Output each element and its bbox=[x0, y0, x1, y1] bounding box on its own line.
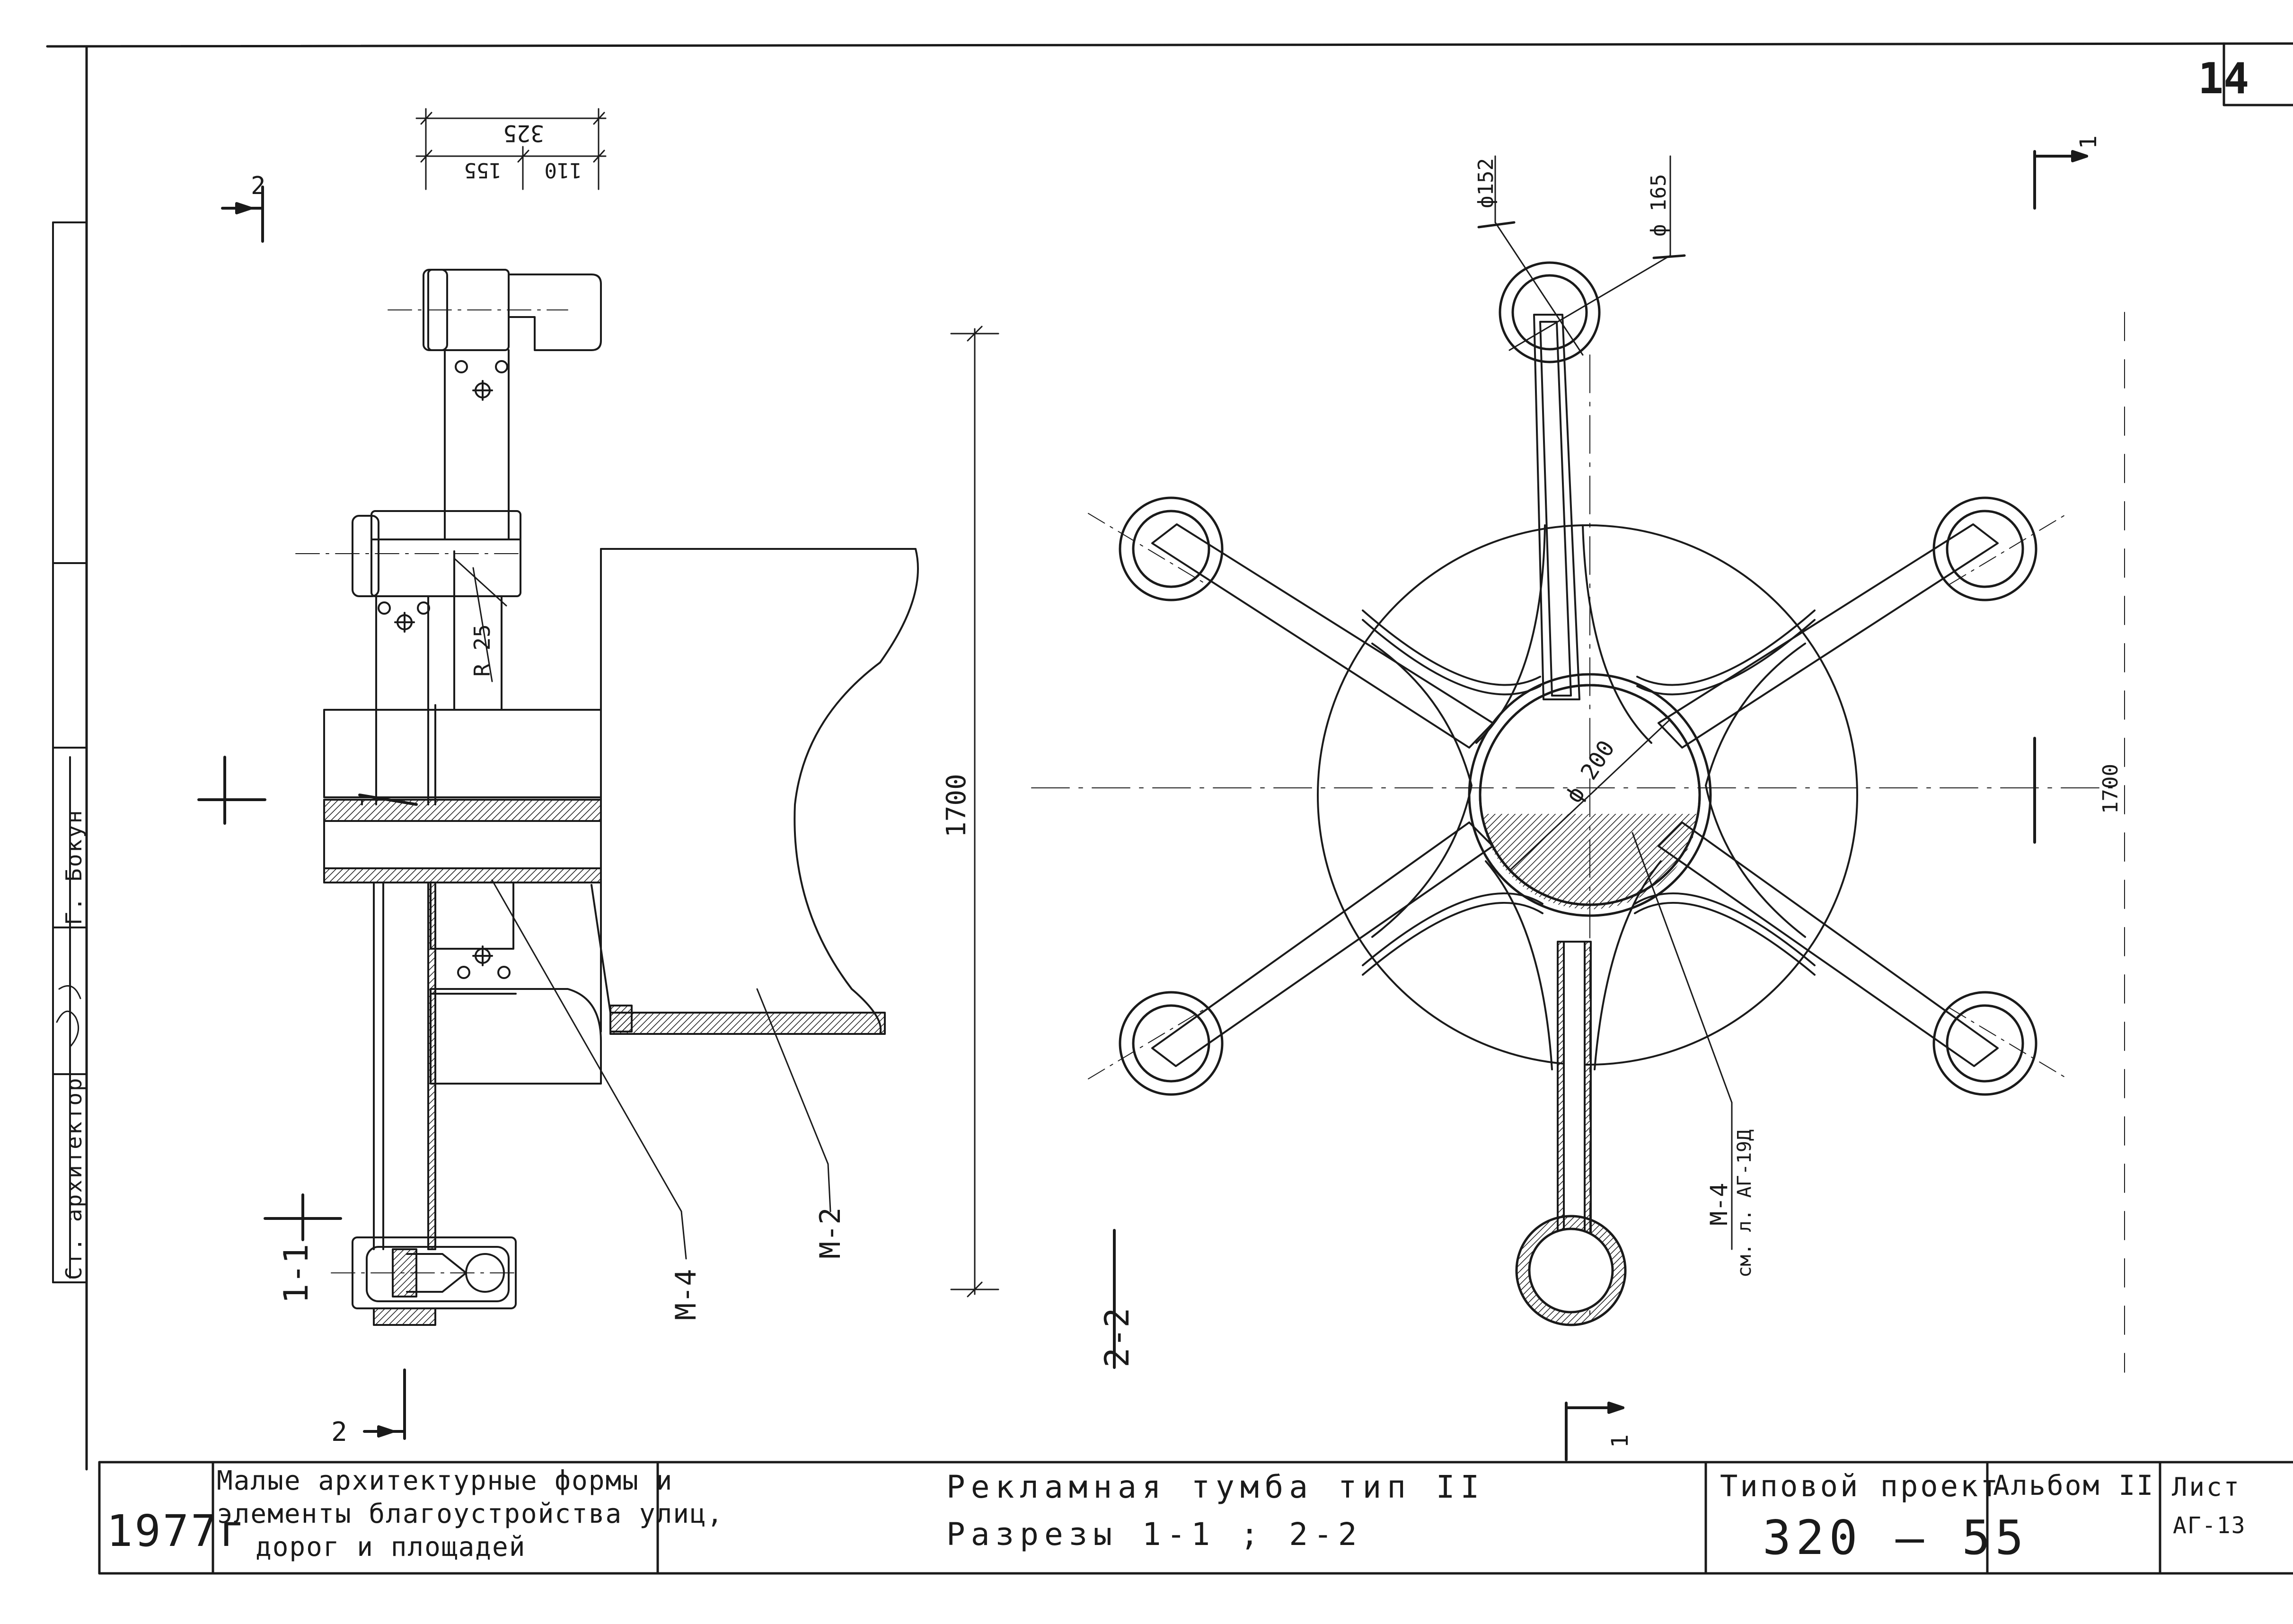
stamp-role-label: Ст. архитектор bbox=[61, 1077, 87, 1280]
radius-label: R 25 bbox=[469, 624, 495, 677]
column-panel bbox=[591, 548, 919, 1035]
section-mark-2-bottom bbox=[363, 1368, 406, 1440]
callout-m4-right: М-4 bbox=[1705, 1183, 1733, 1226]
title-block-sheet-code: АГ-13 bbox=[2173, 1512, 2246, 1539]
sheet-frame bbox=[46, 42, 2293, 1471]
stamp-name: Г. Бокун bbox=[61, 809, 87, 925]
callout-ref: см. л. АГ-19Д bbox=[1734, 1130, 1755, 1278]
title-block-title-line-2: Разрезы 1-1 ; 2-2 bbox=[946, 1516, 1363, 1553]
section-2-2-title: 2-2 bbox=[1098, 1308, 1137, 1368]
hub-section bbox=[323, 548, 602, 1033]
lamp-fixture bbox=[331, 1236, 517, 1326]
section-mark-2-bottom-label: 2 bbox=[331, 1417, 347, 1447]
section-1-1 bbox=[197, 108, 999, 1440]
dim-height-right: 1700 bbox=[2099, 764, 2123, 814]
callout-m4-left: М-4 bbox=[670, 1269, 703, 1320]
section-mark-1-top-label: 1 bbox=[2075, 135, 2102, 149]
title-block-series-line-2: элементы благоустройства улиц, bbox=[217, 1499, 724, 1529]
dia-152: ф152 bbox=[1474, 158, 1498, 208]
title-block-title-line-1: Рекламная тумба тип II bbox=[946, 1469, 1485, 1505]
webs bbox=[1362, 524, 1816, 1070]
section-mark-1-top bbox=[2033, 150, 2088, 210]
section-2-2 bbox=[1031, 150, 2125, 1461]
title-block-series-line-1: Малые архитектурные формы и bbox=[217, 1465, 673, 1496]
title-block-album: Альбом II bbox=[1993, 1469, 2155, 1501]
section-mark-2-top-label: 2 bbox=[251, 172, 265, 200]
upper-bracket bbox=[388, 269, 602, 540]
section-mark-2-top bbox=[221, 185, 264, 243]
section-1-1-title: 1-1 bbox=[277, 1244, 316, 1304]
middle-bracket bbox=[295, 510, 521, 711]
dim-110: 110 bbox=[545, 158, 582, 182]
title-block-project-label: Типовой проект bbox=[1720, 1469, 2001, 1503]
section-mark-1-bottom bbox=[1565, 1402, 1624, 1461]
leader-lines bbox=[472, 567, 831, 1260]
end-rings bbox=[1119, 261, 2037, 1326]
section-mark-1-bottom-label: 1 bbox=[1607, 1434, 1633, 1448]
lower-pipe bbox=[373, 882, 602, 1250]
callout-m2: М-2 bbox=[814, 1208, 847, 1259]
title-block-series-line-3: дорог и площадей bbox=[256, 1532, 526, 1562]
central-hub bbox=[1468, 673, 1712, 917]
title-block bbox=[98, 1461, 2293, 1575]
diameter-leaders bbox=[1088, 155, 2068, 1250]
left-stamp bbox=[52, 221, 88, 1283]
sheet-number: 14 bbox=[2198, 54, 2249, 104]
height-dim-1700: 1700 bbox=[941, 774, 972, 838]
dim-155: 155 bbox=[464, 158, 502, 182]
height-dimension bbox=[950, 326, 999, 1297]
dia-165: ф 165 bbox=[1647, 174, 1671, 237]
dim-total-325: 325 bbox=[503, 120, 544, 146]
title-block-sheet-label: Лист bbox=[2172, 1472, 2241, 1502]
title-block-year: 1977г bbox=[106, 1506, 247, 1556]
title-block-project-number: 320 – 55 bbox=[1763, 1510, 2028, 1565]
dimension-chain bbox=[415, 108, 607, 190]
